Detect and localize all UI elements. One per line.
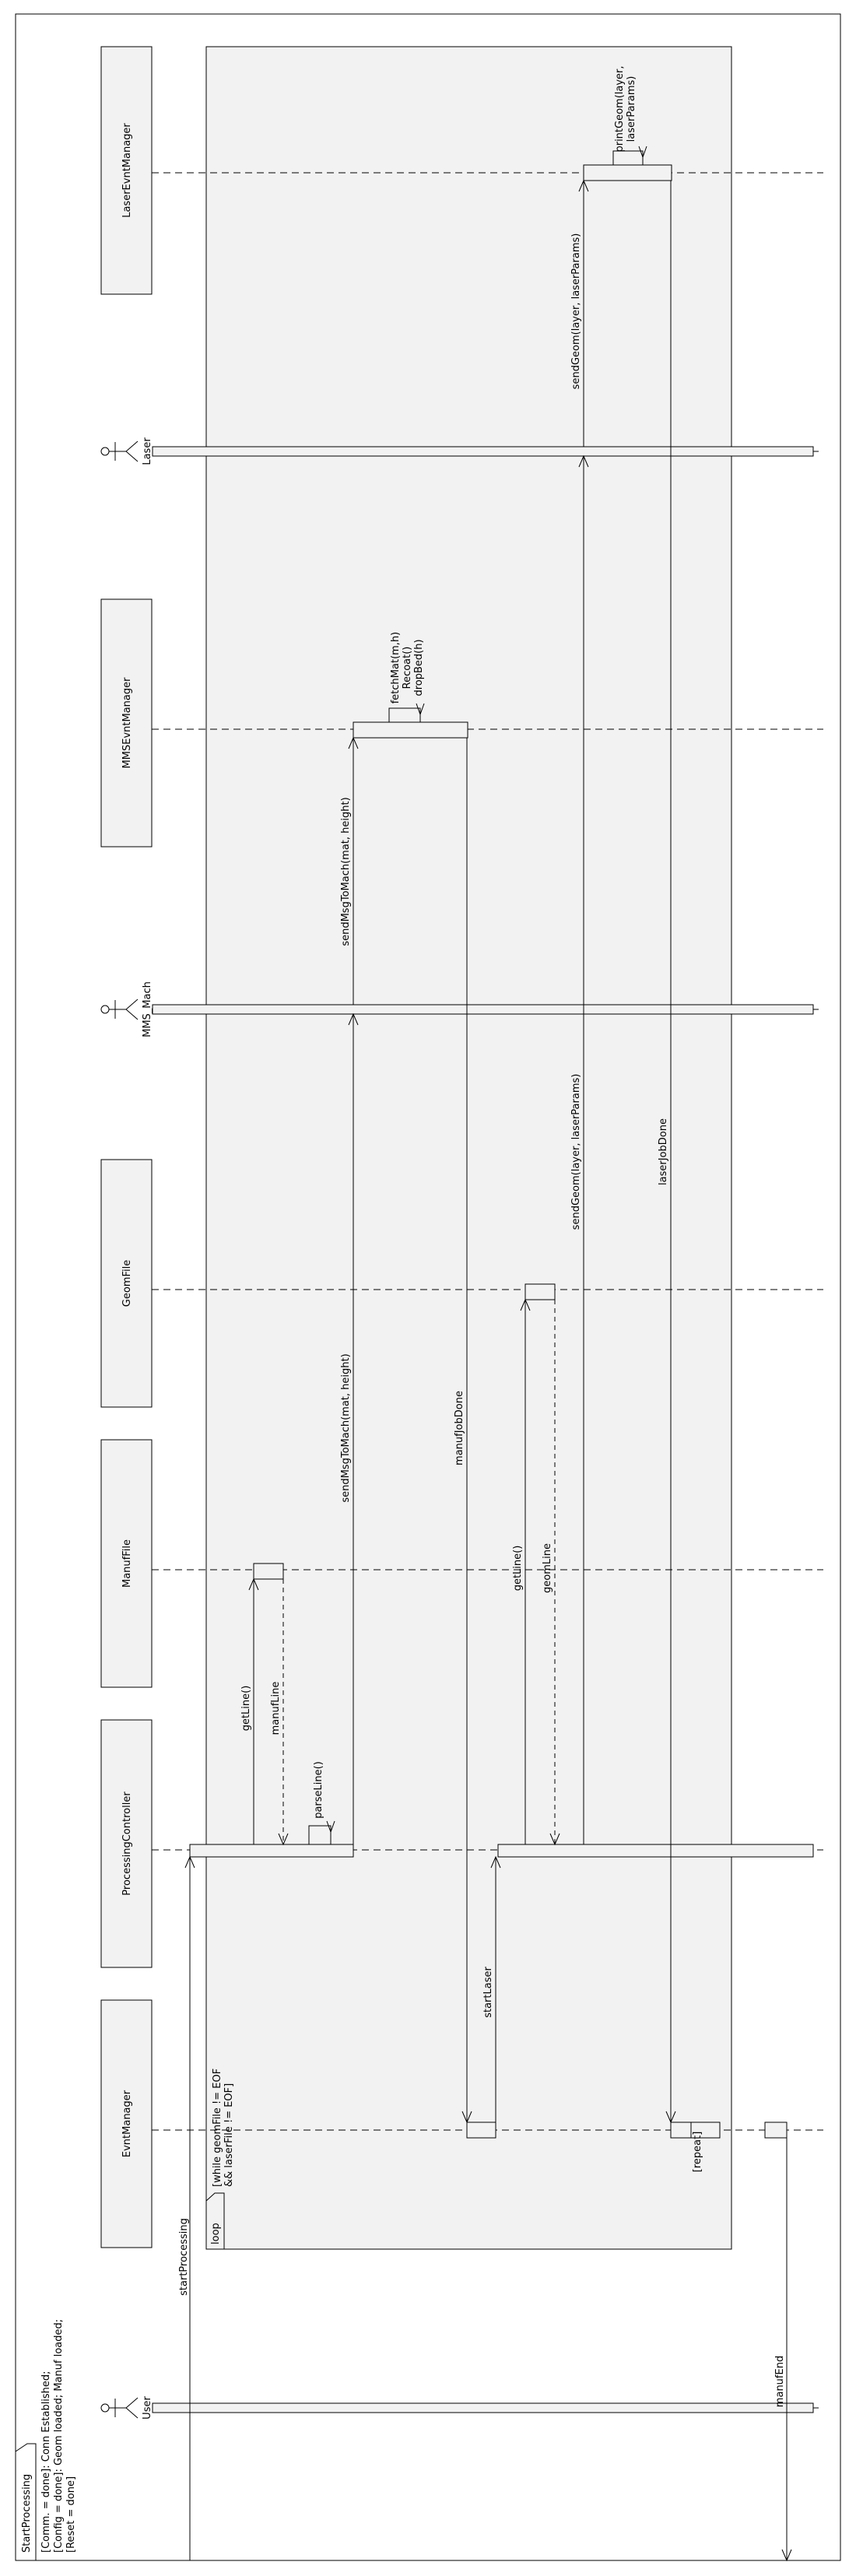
message-start-laser: [490, 1855, 501, 2122]
label-drop-bed: dropBed(h): [413, 639, 425, 696]
actor-user: User: [100, 2396, 153, 2420]
activation-evnt-manager-end: [764, 2122, 788, 2139]
guard-line-config: [Config = done]: Geom loaded; Manuf load…: [53, 2319, 65, 2553]
message-parse-line: [326, 1820, 335, 1834]
label-parse-line: parseLine(): [313, 1761, 325, 1819]
svg-text:MMSEvntManager: MMSEvntManager: [121, 677, 133, 769]
actor-laser-bar: [152, 446, 814, 457]
label-get-line-manuf: getLine(): [240, 1686, 252, 1732]
message-laser-job-done: [665, 181, 676, 2124]
activation-evnt-manager-repeat: [690, 2122, 721, 2139]
label-laser-job-done: laserJobDone: [658, 1118, 669, 1185]
label-geom-line: geomLine: [542, 1543, 553, 1593]
activation-processing-controller-1: [189, 1844, 354, 1858]
activation-processing-controller-2: [497, 1844, 814, 1858]
label-manuf-job-done: manufJobDone: [454, 1391, 465, 1465]
loop-tag: loop: [210, 2223, 222, 2244]
message-manuf-end: [781, 2138, 792, 2562]
activation-parse-line-self: [308, 1825, 332, 1845]
svg-text:ManufFile: ManufFile: [121, 1539, 133, 1588]
svg-text:MMS_Mach: MMS_Mach: [142, 981, 153, 1037]
actor-laser: Laser: [100, 437, 153, 465]
message-get-line-manuf: [248, 1578, 259, 1844]
lifeline-header-manuf-file: ManufFile: [100, 1439, 153, 1688]
activation-recoat-self: [388, 707, 421, 723]
label-send-geom-1: sendGeom(layer, laserParams): [570, 1074, 582, 1230]
svg-text:Laser: Laser: [142, 437, 153, 465]
loop-tag-border: [205, 2192, 225, 2249]
label-fetch-mat: fetchMat(m,h): [390, 632, 402, 704]
label-print-geom-line1: printGeom(layer,: [614, 65, 626, 152]
loop-guard-line1: [while geomFile != EOF: [212, 2069, 223, 2187]
loop-guard-line2: && laserFile != EOF]: [223, 2083, 235, 2187]
guard-line-reset: [Reset = done]: [65, 2476, 77, 2553]
activation-laser-evnt-manager: [583, 164, 672, 181]
label-manuf-end: manufEnd: [774, 2356, 786, 2407]
label-repeat: [repeat]: [692, 2132, 703, 2173]
message-geom-line: [549, 1300, 560, 1846]
svg-text:LaserEvntManager: LaserEvntManager: [121, 123, 133, 218]
message-get-line-geom: [520, 1298, 531, 1844]
label-get-line-geom: getLine(): [512, 1546, 524, 1592]
message-manuf-line: [278, 1579, 289, 1846]
actor-mms-mach-bar: [152, 1004, 814, 1015]
activation-mms-evnt-manager: [353, 721, 468, 739]
lifeline-header-evnt-manager: EvntManager: [100, 1999, 153, 2248]
label-start-processing: startProcessing: [178, 2218, 190, 2296]
message-send-geom-1: [578, 454, 589, 1844]
message-send-msg-to-mach-2: [348, 736, 359, 1005]
label-recoat: Recoat(): [402, 647, 413, 690]
label-send-msg-to-mach-1: sendMsgToMach(mat, height): [340, 1353, 352, 1502]
message-start-processing: [184, 1855, 195, 2560]
actor-user-bar: [152, 2402, 814, 2413]
name-tag-border: [15, 2443, 37, 2560]
lifeline-header-geom-file: GeomFile: [100, 1159, 153, 1408]
message-recoat-self-call: [416, 703, 425, 716]
activation-print-geom-self: [612, 150, 644, 166]
message-manuf-job-done: [461, 738, 472, 2124]
actor-mms-mach: MMS_Mach: [100, 981, 153, 1037]
message-print-geom-self-call: [638, 146, 647, 159]
message-send-geom-2: [578, 179, 589, 447]
label-send-geom-2: sendGeom(layer, laserParams): [570, 233, 582, 390]
diagram-frame: [15, 13, 841, 2561]
activation-manuf-file: [253, 1563, 284, 1580]
lifeline-header-processing-controller: ProcessingController: [100, 1719, 153, 1968]
lifeline-header-laser-evnt-manager: LaserEvntManager: [100, 46, 153, 295]
svg-text:ProcessingController: ProcessingController: [121, 1792, 133, 1896]
diagram-name-tag: StartProcessing: [21, 2474, 33, 2553]
message-send-msg-to-mach-1: [348, 1013, 359, 1844]
label-send-msg-to-mach-2: sendMsgToMach(mat, height): [340, 797, 352, 946]
label-start-laser: startLaser: [482, 1967, 494, 2018]
label-manuf-line: manufLine: [270, 1682, 282, 1735]
lifeline-header-mms-evnt-manager: MMSEvntManager: [100, 598, 153, 848]
activation-evnt-manager-manuf-done: [466, 2122, 496, 2139]
svg-text:GeomFile: GeomFile: [121, 1260, 133, 1307]
svg-text:EvntManager: EvntManager: [121, 2090, 133, 2157]
activation-evnt-manager-laser-done: [670, 2122, 693, 2139]
loop-fragment: [205, 46, 732, 2250]
svg-text:User: User: [142, 2396, 153, 2420]
guard-line-comm: [Comm. = done]: Conn Established;: [40, 2371, 52, 2553]
label-print-geom-line2: laserParams): [626, 76, 637, 142]
activation-geom-file: [524, 1283, 556, 1300]
